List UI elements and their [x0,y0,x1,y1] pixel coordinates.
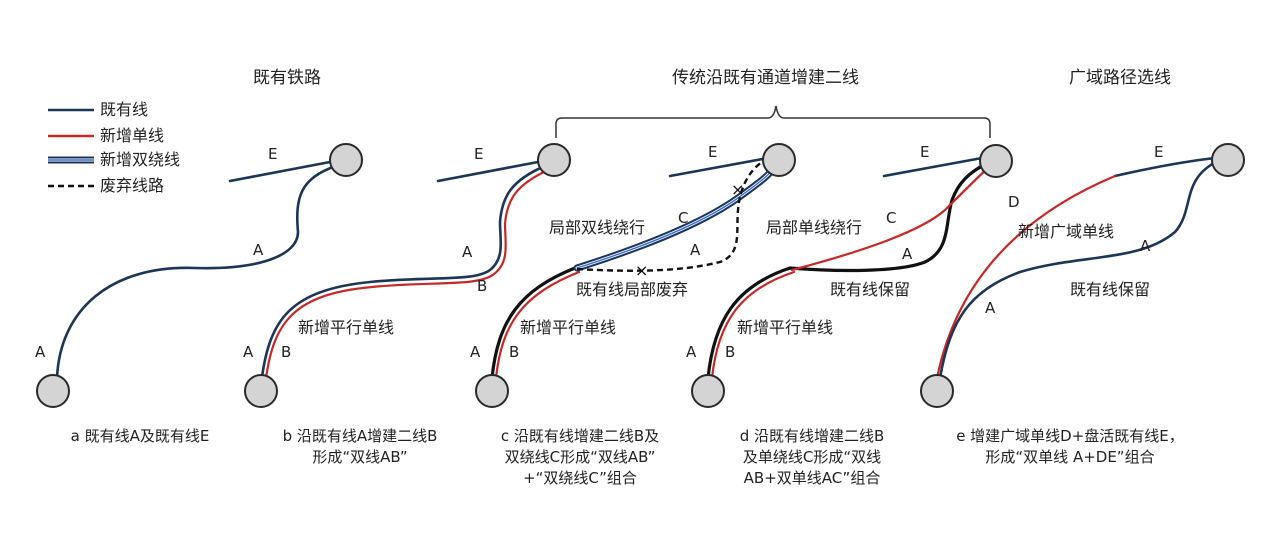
panel-a-line-E [228,160,332,183]
panel-c-line-A-black [490,266,577,380]
panel-e-line-D [935,174,1117,380]
panel-e-label-A2: A [985,299,996,317]
panel-d-local-single: 局部单线绕行 [766,218,863,237]
panel-b-label-A1: A [462,243,473,261]
panel-d-caption-3: AB+双单线AC”组合 [743,469,881,487]
panel-e-line-A [938,158,1222,380]
panel-d-line-E [882,156,984,178]
panel-e [920,143,1245,408]
panel-e-node-bottom [920,374,954,408]
panel-d-label-C: C [886,209,897,227]
panel-b-label-A2: A [243,343,254,361]
panel-b-caption-2: 形成“双线AB” [312,448,408,466]
panel-c-label-E: E [708,143,718,161]
panel-a-node-bottom [36,374,70,408]
panel-d-caption-2: 及单绕线C形成“双线 [742,448,882,466]
panel-b-line-E [436,160,540,183]
panel-a-label-A1: A [253,241,264,259]
panel-c: × × [475,143,796,408]
panel-d-caption-1: d 沿既有线增建二线B [739,427,885,445]
panel-c-abandon: 既有线局部废弃 [576,280,689,299]
legend-double-label: 新增双绕线 [100,150,181,169]
panel-d-label-B2: B [725,343,736,361]
panel-c-double-C-blue [576,169,773,269]
panel-b-label-B2: B [281,343,292,361]
panel-a-label-E: E [268,145,278,163]
panel-e-label-A1: A [1140,237,1151,255]
panel-e-line-E [1113,156,1217,178]
panel-b-node-top [537,143,571,177]
panel-d-node-bottom [691,374,725,408]
panel-c-caption-1: c 沿既有线增建二线B及 [500,427,660,445]
panel-c-label-C: C [678,209,689,227]
panel-c-label-A2: A [470,343,481,361]
panel-e-node-top [1211,143,1245,177]
panel-d-line-A-black [706,160,992,380]
panel-c-abandoned-A [576,156,769,272]
legend [48,108,94,188]
panel-c-new-parallel: 新增平行单线 [520,318,617,337]
panel-c-label-A: A [690,241,701,259]
panel-b-node-bottom [244,374,278,408]
panel-c-node-bottom [475,374,509,408]
panel-e-retain: 既有线保留 [1070,280,1151,299]
panel-d-label-E: E [920,143,930,161]
panel-c-line-E [668,156,770,178]
panel-e-label-D: D [1008,193,1020,211]
traditional-brace [555,105,991,138]
panel-d-label-A2: A [686,343,697,361]
panel-c-local-double: 局部双线绕行 [549,218,646,237]
panel-c-label-B2: B [509,343,520,361]
panel-a [36,143,363,408]
panel-c-caption-2: 双绕线C形成“双线AB” [504,448,656,466]
panel-d-label-A: A [902,245,913,263]
header-existing: 既有铁路 [253,68,321,88]
panel-c-cross-2: × [731,180,744,199]
panel-e-caption-1: e 增建广域单线D+盘活既有线E， [956,427,1184,445]
legend-new-single-label: 新增单线 [100,126,165,145]
panel-e-label-E: E [1154,143,1164,161]
panel-b-caption-1: b 沿既有线A增建二线B [282,427,438,445]
panel-d-new-parallel: 新增平行单线 [737,318,834,337]
panel-b [244,143,571,408]
panel-c-line-B [494,270,581,380]
panel-a-label-A2: A [35,343,46,361]
legend-abandoned-label: 废弃线路 [100,176,165,195]
panel-d [691,144,1013,408]
panel-e-new-wide: 新增广域单线 [1018,222,1115,241]
panel-c-node-top [762,143,796,177]
header-traditional: 传统沿既有通道增建二线 [672,68,859,88]
panel-b-line-B [264,168,550,380]
panel-c-caption-3: +“双绕线C”组合 [523,469,637,487]
panel-b-label-B1: B [477,277,488,295]
panel-b-new-parallel: 新增平行单线 [298,318,395,337]
panel-a-caption: a 既有线A及既有线E [70,427,210,445]
panel-d-line-B [710,270,796,380]
panel-a-node-top [329,143,363,177]
panel-c-cross-1: × [635,261,648,280]
panel-d-retain: 既有线保留 [830,280,911,299]
panel-d-line-C [790,164,992,272]
panel-b-line-A [260,164,547,379]
panel-b-label-E: E [474,145,484,163]
legend-existing-label: 既有线 [100,100,149,119]
panel-e-caption-2: 形成“双单线 A+DE”组合 [985,448,1155,466]
panel-a-line-A [55,164,338,380]
panel-d-node-top [979,144,1013,178]
header-wide-area: 广域路径选线 [1069,68,1171,88]
